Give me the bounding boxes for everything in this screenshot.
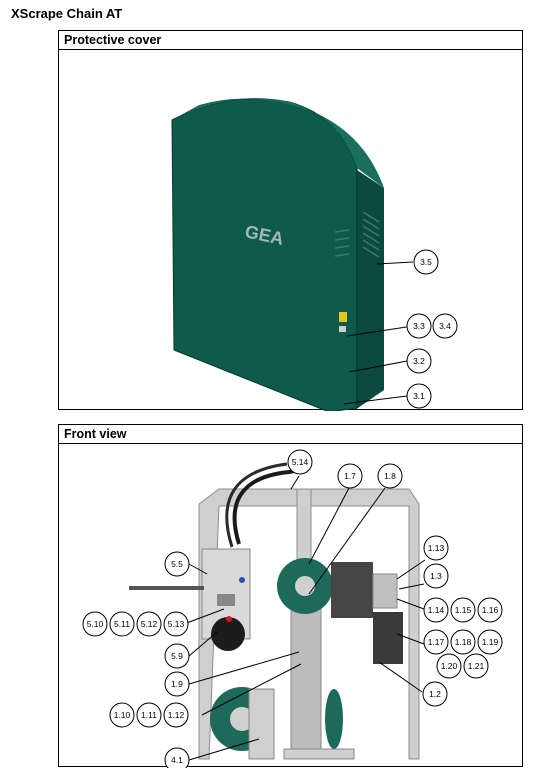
svg-text:5.12: 5.12 (141, 619, 158, 629)
svg-text:1.7: 1.7 (344, 471, 356, 481)
protective-cover-heading: Protective cover (59, 31, 522, 50)
svg-text:1.9: 1.9 (171, 679, 183, 689)
front-view-heading: Front view (59, 425, 522, 444)
center-column (290, 593, 322, 755)
callout-5-14: 5.14 (287, 449, 313, 475)
callout-1-18: 1.18 (450, 629, 476, 655)
warning-label (339, 312, 347, 322)
svg-text:5.13: 5.13 (168, 619, 185, 629)
callout-1-16: 1.16 (477, 597, 503, 623)
guide-wheel-right (325, 689, 343, 749)
hose-second (225, 462, 288, 548)
callout-3-2: 3.2 (406, 348, 432, 374)
callout-1-2: 1.2 (422, 681, 448, 707)
front-view-figure: 5.14 1.7 1.8 1.13 5.5 1.3 1.14 1.15 1.16… (82, 449, 503, 773)
callout-5-5: 5.5 (164, 551, 190, 577)
cover-side-face (354, 168, 384, 410)
callout-5-10: 5.10 (82, 611, 108, 637)
accumulator (211, 617, 245, 651)
base-rail (283, 748, 355, 760)
svg-text:3.3: 3.3 (413, 321, 425, 331)
callout-1-8: 1.8 (377, 463, 403, 489)
callout-5-13: 5.13 (163, 611, 189, 637)
callout-5-12: 5.12 (136, 611, 162, 637)
leader-3-1 (343, 395, 408, 405)
svg-text:4.1: 4.1 (171, 755, 183, 765)
callout-1-14: 1.14 (423, 597, 449, 623)
gear-box (331, 562, 373, 618)
callout-1-10: 1.10 (109, 702, 135, 728)
side-rod (129, 586, 204, 590)
protective-cover-panel: Protective cover GEA (58, 30, 523, 413)
callout-5-9: 5.9 (164, 643, 190, 669)
callout-1-3: 1.3 (423, 563, 449, 589)
callout-1-20: 1.20 (436, 653, 462, 679)
svg-text:5.11: 5.11 (114, 619, 130, 629)
svg-text:3.4: 3.4 (439, 321, 451, 331)
valve-block (217, 594, 235, 606)
coupling-housing (372, 573, 398, 609)
svg-text:5.14: 5.14 (292, 457, 309, 467)
svg-text:1.10: 1.10 (114, 710, 131, 720)
leader-3-2 (348, 360, 408, 373)
svg-text:1.11: 1.11 (141, 710, 157, 720)
front-view-panel: Front view (58, 424, 523, 773)
svg-text:3.1: 3.1 (413, 391, 425, 401)
callout-1-11: 1.11 (136, 702, 162, 728)
svg-text:1.20: 1.20 (441, 661, 458, 671)
callout-1-19: 1.19 (477, 629, 503, 655)
svg-text:1.19: 1.19 (482, 637, 499, 647)
svg-text:3.2: 3.2 (413, 356, 425, 366)
sprocket-hub (295, 576, 315, 596)
svg-text:1.18: 1.18 (455, 637, 472, 647)
svg-text:3.5: 3.5 (420, 257, 432, 267)
svg-text:1.15: 1.15 (455, 605, 472, 615)
wheel-bracket (248, 688, 275, 760)
callout-1-13: 1.13 (423, 535, 449, 561)
protective-cover-figure: GEA 3.5 3.3 3.4 3.2 3.1 (171, 98, 458, 413)
document-title: XScrape Chain AT (11, 6, 123, 21)
callout-5-11: 5.11 (109, 611, 135, 637)
guide-wheel-hub (230, 707, 254, 731)
svg-text:5.10: 5.10 (87, 619, 104, 629)
callout-3-5: 3.5 (413, 249, 439, 275)
callout-1-9: 1.9 (164, 671, 190, 697)
vent-slots (334, 211, 380, 258)
callout-4-1: 4.1 (164, 747, 190, 773)
callout-1-7: 1.7 (337, 463, 363, 489)
callout-3-3: 3.3 (406, 313, 432, 339)
blue-indicator (239, 577, 245, 583)
svg-text:1.2: 1.2 (429, 689, 441, 699)
svg-text:1.14: 1.14 (428, 605, 445, 615)
svg-text:1.3: 1.3 (430, 571, 442, 581)
leader-3-3 (346, 325, 414, 337)
svg-text:1.17: 1.17 (428, 637, 445, 647)
svg-text:5.5: 5.5 (171, 559, 183, 569)
svg-text:1.8: 1.8 (384, 471, 396, 481)
callout-1-15: 1.15 (450, 597, 476, 623)
svg-text:5.9: 5.9 (171, 651, 183, 661)
callout-3-1: 3.1 (406, 383, 432, 409)
leader-3-5 (376, 261, 414, 265)
svg-text:1.12: 1.12 (168, 710, 185, 720)
cover-front-face (171, 98, 358, 413)
callout-3-4: 3.4 (432, 313, 458, 339)
svg-text:1.16: 1.16 (482, 605, 499, 615)
callout-1-12: 1.12 (163, 702, 189, 728)
info-label (339, 326, 346, 332)
svg-text:1.13: 1.13 (428, 543, 445, 553)
callout-1-21: 1.21 (463, 653, 489, 679)
callout-1-17: 1.17 (423, 629, 449, 655)
red-indicator (226, 616, 232, 622)
front-view-leaders (183, 475, 426, 761)
svg-text:1.21: 1.21 (468, 661, 485, 671)
motor (373, 612, 403, 664)
